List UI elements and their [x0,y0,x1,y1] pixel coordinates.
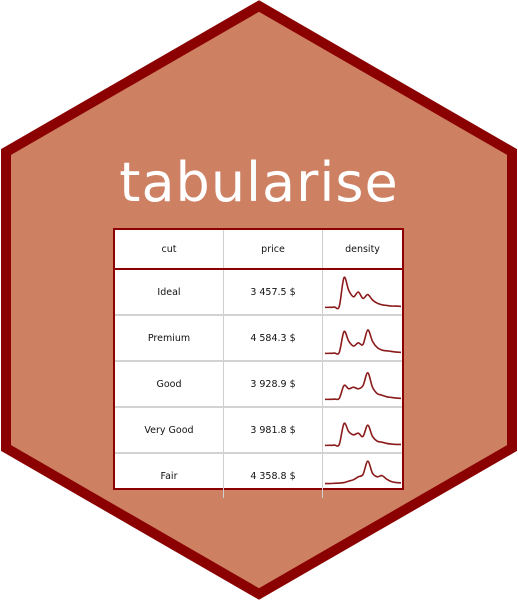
table-row: Premium 4 584.3 $ [115,316,402,362]
price-cell: 3 928.9 $ [223,362,322,406]
column-header-price: price [223,230,322,268]
density-sparkline [324,329,402,355]
density-curve [324,371,402,401]
density-sparkline [324,276,402,310]
density-cell [322,362,402,406]
cut-cell: Good [156,378,182,390]
density-cell [322,408,402,452]
density-cell [322,270,402,314]
density-curve [324,276,402,310]
density-curve [324,329,402,355]
table-row: Fair 4 358.8 $ [115,454,402,498]
price-cell: 3 981.8 $ [223,408,322,452]
density-sparkline [324,371,402,401]
column-header-density: density [322,230,402,268]
price-cell: 3 457.5 $ [223,270,322,314]
table-row: Good 3 928.9 $ [115,362,402,408]
density-cell [322,454,402,498]
price-cell: 4 358.8 $ [223,454,322,498]
density-sparkline [324,422,402,447]
density-curve [324,460,402,485]
cut-cell: Fair [160,470,178,482]
column-header-cut: cut [161,243,177,255]
cut-cell: Very Good [144,424,194,436]
table-row: Very Good 3 981.8 $ [115,408,402,454]
price-cell: 4 584.3 $ [223,316,322,360]
density-cell [322,316,402,360]
table-row: Ideal 3 457.5 $ [115,270,402,316]
table-header: cut price density [115,230,402,270]
summary-table: cut price density Ideal 3 457.5 $ Premiu… [113,228,404,498]
package-title: tabularise [119,151,399,214]
density-sparkline [324,460,402,485]
density-curve [324,422,402,447]
cut-cell: Ideal [157,286,181,298]
cut-cell: Premium [147,332,191,344]
